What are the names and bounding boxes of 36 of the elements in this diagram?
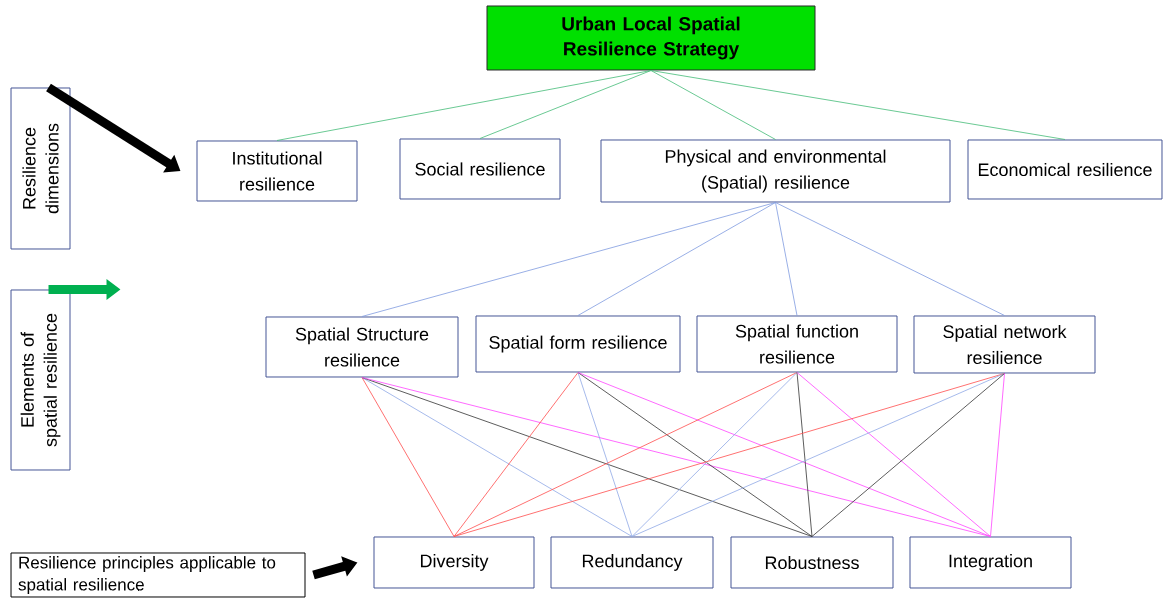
level-label-box: Elements of spatial resilience [10, 289, 71, 471]
connector-line [453, 372, 579, 537]
connector-line [361, 377, 455, 537]
connector-line [479, 70, 652, 139]
connector-line [796, 372, 813, 537]
connector-line [577, 372, 991, 537]
connector-line [990, 373, 1005, 537]
connector-line [361, 377, 991, 537]
category-box: Spatial Structure resilience [265, 316, 459, 378]
category-box: Physical and environmental (Spatial) resilience [600, 139, 951, 203]
category-box: Institutional resilience [196, 140, 358, 202]
connector-line [276, 70, 652, 141]
connector-line [577, 202, 776, 316]
category-box: Diversity [373, 536, 535, 589]
category-box: Social resilience [399, 138, 561, 200]
connector-line [650, 70, 1066, 140]
connector-line [631, 373, 1005, 537]
connector-line [577, 372, 633, 537]
connector-line [361, 377, 633, 537]
level-label-box: Resilience dimensions [10, 87, 71, 250]
category-box: Redundancy [550, 536, 714, 589]
connector-line [650, 70, 776, 140]
category-box: Spatial form resilience [475, 315, 681, 373]
category-box: Economical resilience [967, 139, 1163, 200]
connector-line [775, 202, 1005, 316]
category-box: Integration [909, 536, 1072, 589]
title-box: Urban Local Spatial Resilience Strategy [486, 5, 816, 71]
connector-line [631, 372, 798, 537]
category-box: Spatial network resilience [913, 315, 1096, 374]
category-box: Spatial function resilience [696, 315, 898, 373]
connector-line [453, 373, 1005, 537]
connector-line [775, 202, 798, 316]
connector-line [361, 202, 776, 317]
category-box: Robustness [730, 536, 894, 589]
level-label-box: Resilience principles applicable to spatial resilience [10, 552, 306, 598]
connector-line [577, 372, 813, 537]
